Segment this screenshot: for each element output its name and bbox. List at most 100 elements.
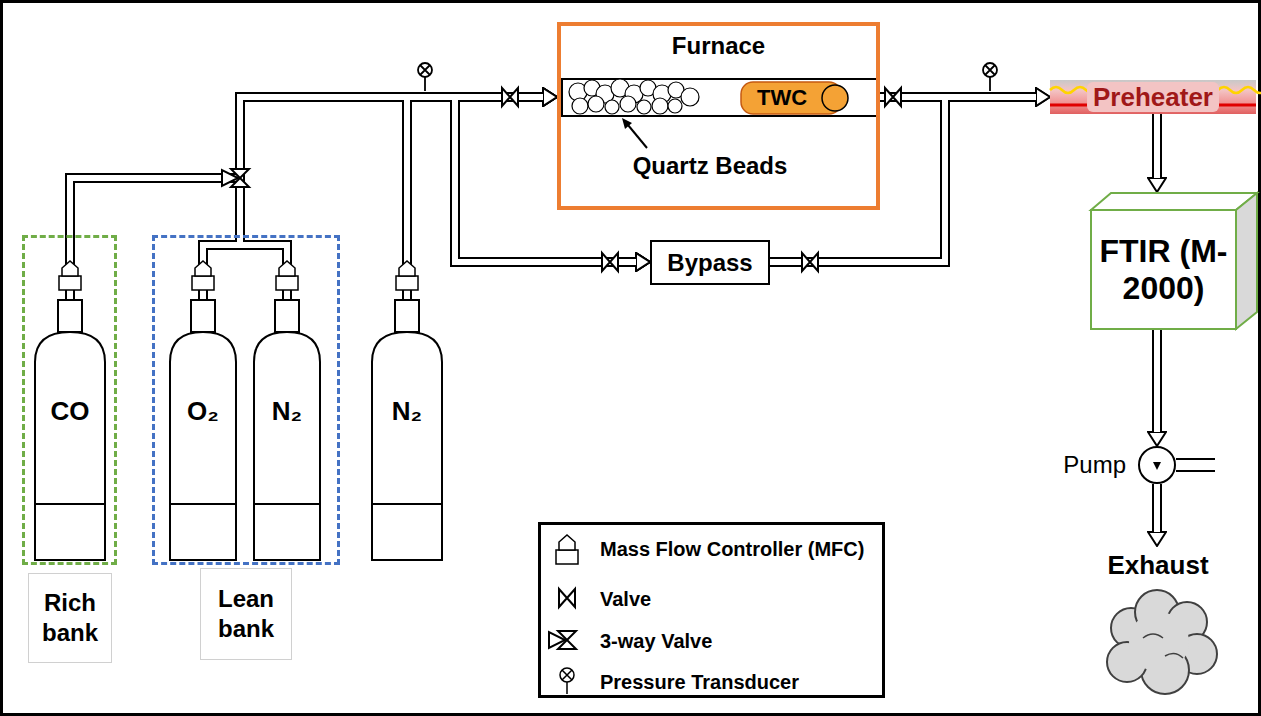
path-shape [420, 65, 430, 75]
gas-line-core [70, 97, 543, 300]
rich-bank-group: Rich bankCO [22, 235, 117, 565]
gas-cylinder: CO [33, 300, 107, 562]
circle-shape [1129, 612, 1189, 672]
exhaust-cloud: Exhaust [1095, 546, 1221, 702]
circle-shape [560, 668, 574, 682]
catalyst-brick: TWC [740, 81, 850, 115]
polygon-shape [1091, 193, 1257, 210]
rect-shape [275, 300, 299, 332]
mass-flow-controller-symbol [59, 261, 418, 290]
cylinder-outline [252, 300, 322, 562]
rect-shape [556, 550, 578, 564]
legend-row: Mass Flow Controller (MFC) [541, 536, 864, 562]
legend-row: Valve [541, 586, 651, 612]
node-text: Pump [1063, 451, 1126, 479]
polygon-shape [399, 261, 415, 276]
line-shape [254, 503, 320, 505]
node-text: FTIR (M-2000) [1091, 210, 1236, 329]
circle-shape [588, 96, 604, 112]
legend-text: Mass Flow Controller (MFC) [600, 536, 864, 562]
line-shape [628, 125, 647, 148]
legend-text: 3-way Valve [600, 628, 712, 654]
lean-bank-group: Lean bankO₂N₂ [152, 235, 340, 565]
gas-line-core [203, 97, 636, 300]
node-text: Bypass [652, 242, 768, 283]
pressure-transducer-symbol [418, 63, 997, 91]
circle-shape [620, 96, 636, 112]
circle-shape [652, 98, 668, 114]
polygon-shape [279, 261, 295, 276]
circle-shape [572, 98, 588, 114]
circle-shape [681, 88, 699, 106]
part-label: Quartz Beads [600, 152, 820, 180]
quartz-beads [569, 79, 699, 114]
node-text: Lean bank [200, 568, 292, 660]
node-text: TWC [742, 81, 822, 115]
node-text: Rich bank [28, 573, 112, 663]
rect-shape [1091, 210, 1236, 329]
legend-text: Valve [600, 586, 651, 612]
path-shape [985, 65, 995, 75]
line-shape [1176, 458, 1215, 460]
gas-line-core [203, 97, 543, 300]
leader-arrow [622, 118, 647, 148]
path-shape [549, 632, 565, 648]
gas-line-core [407, 97, 543, 300]
gas-line [407, 97, 543, 300]
rect-shape [276, 276, 298, 290]
circle-shape [1139, 447, 1175, 483]
rect-shape [562, 79, 877, 116]
path-shape [802, 253, 818, 271]
circle-shape [983, 63, 997, 77]
legend-row: Pressure Transducer [541, 669, 799, 695]
rect-shape [396, 276, 418, 290]
legend-row: 3-way Valve [541, 628, 712, 654]
node-text: N₂ [252, 396, 322, 427]
gas-line [203, 97, 636, 300]
line-shape [989, 77, 991, 91]
gas-line [1152, 330, 1162, 432]
gas-line [1152, 484, 1162, 532]
gas-line [70, 97, 543, 300]
g-shape [1143, 634, 1183, 658]
preheater: Preheater [1050, 80, 1256, 114]
gas-line [240, 97, 543, 300]
path-shape [222, 170, 238, 186]
circle-shape [637, 100, 651, 114]
path-shape [885, 88, 901, 106]
reactor-tube [562, 79, 877, 116]
circle-shape [418, 63, 432, 77]
path-shape [1143, 634, 1183, 658]
circle-shape [605, 100, 619, 114]
node-text: Furnace [561, 32, 876, 60]
gas-line [407, 97, 636, 300]
path-shape [254, 332, 320, 560]
pump-symbol: Pump [1138, 446, 1176, 484]
node-text: Preheater [1087, 82, 1219, 112]
cylinder-outline [370, 300, 444, 562]
legend-text: Pressure Transducer [600, 669, 799, 695]
circle-shape [822, 85, 848, 111]
line-shape [424, 77, 426, 91]
three-way-valve-symbol [222, 169, 249, 187]
legend-icons [549, 535, 578, 694]
line-shape [566, 682, 568, 694]
node-text: CO [33, 396, 107, 427]
legend-box: Mass Flow Controller (MFC) Valve 3-way Val… [538, 522, 885, 698]
gas-line [203, 97, 543, 300]
ftir-analyzer: FTIR (M-2000) [1090, 192, 1258, 330]
cylinder-outline [33, 300, 107, 562]
gas-line [770, 97, 1036, 262]
rect-shape [1050, 80, 1256, 114]
gas-cylinder: N₂ [252, 300, 322, 562]
node-text: N₂ [370, 396, 444, 427]
polygon-shape [559, 535, 575, 550]
gas-cylinder: N₂ [370, 300, 444, 562]
rect-shape [192, 276, 214, 290]
gas-line-core [240, 97, 543, 300]
gas-line [1152, 114, 1162, 178]
g-shape [1129, 612, 1189, 672]
line-shape [35, 503, 105, 505]
